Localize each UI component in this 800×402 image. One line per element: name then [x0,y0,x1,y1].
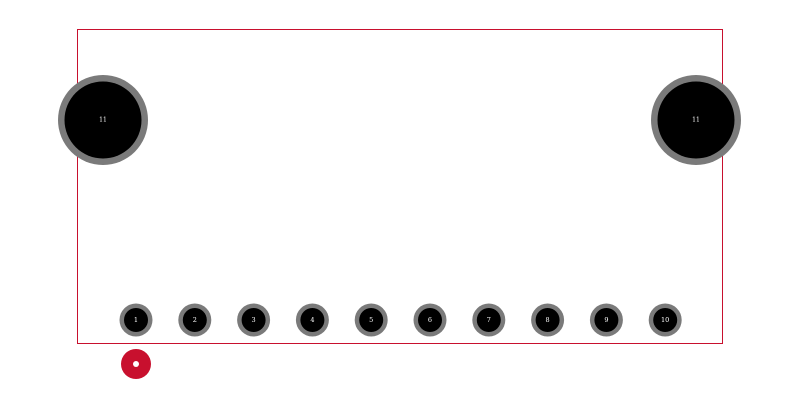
pad-9[interactable]: 9 [589,303,623,337]
pad-hole [300,308,325,332]
pad-2[interactable]: 2 [178,303,212,337]
origin-marker-dot [133,361,139,367]
pad-7[interactable]: 7 [472,303,506,337]
pad-hole [182,308,207,332]
pad-4[interactable]: 4 [295,303,329,337]
mounting-hole-label: 11 [99,117,107,124]
pad-label: 9 [604,316,608,324]
pad-hole [594,308,619,332]
mounting-hole-label: 11 [692,117,700,124]
pad-label: 3 [252,316,256,324]
mounting-hole-drill [64,81,142,159]
pad-row-group: 1 2 3 4 5 6 7 8 9 10 [119,303,682,337]
pad-6[interactable]: 6 [413,303,447,337]
pad-label: 1 [134,316,138,324]
mounting-hole-drill [657,81,735,159]
pad-hole [124,308,148,332]
mounting-hole-left[interactable]: 11 [58,75,148,165]
origin-marker-icon [121,349,151,379]
pad-8[interactable]: 8 [531,303,565,337]
mounting-hole-right[interactable]: 11 [651,75,741,165]
pad-hole [653,308,678,332]
pad-hole [535,308,560,332]
pad-label: 4 [310,316,314,324]
pad-label: 10 [661,316,669,324]
pad-hole [359,308,384,332]
pad-1[interactable]: 1 [119,303,153,337]
pad-hole [418,308,442,332]
pad-label: 6 [428,316,432,324]
pad-10[interactable]: 10 [648,303,682,337]
pad-hole [476,308,501,332]
pad-3[interactable]: 3 [237,303,271,337]
pad-label: 8 [546,316,550,324]
pad-label: 2 [193,316,197,324]
origin-marker-group [121,349,151,379]
pad-hole [241,308,266,332]
pad-label: 7 [487,316,491,324]
pad-5[interactable]: 5 [354,303,388,337]
mounting-holes-group: 11 11 [58,75,741,165]
board-outline [77,29,723,344]
pad-label: 5 [369,316,373,324]
